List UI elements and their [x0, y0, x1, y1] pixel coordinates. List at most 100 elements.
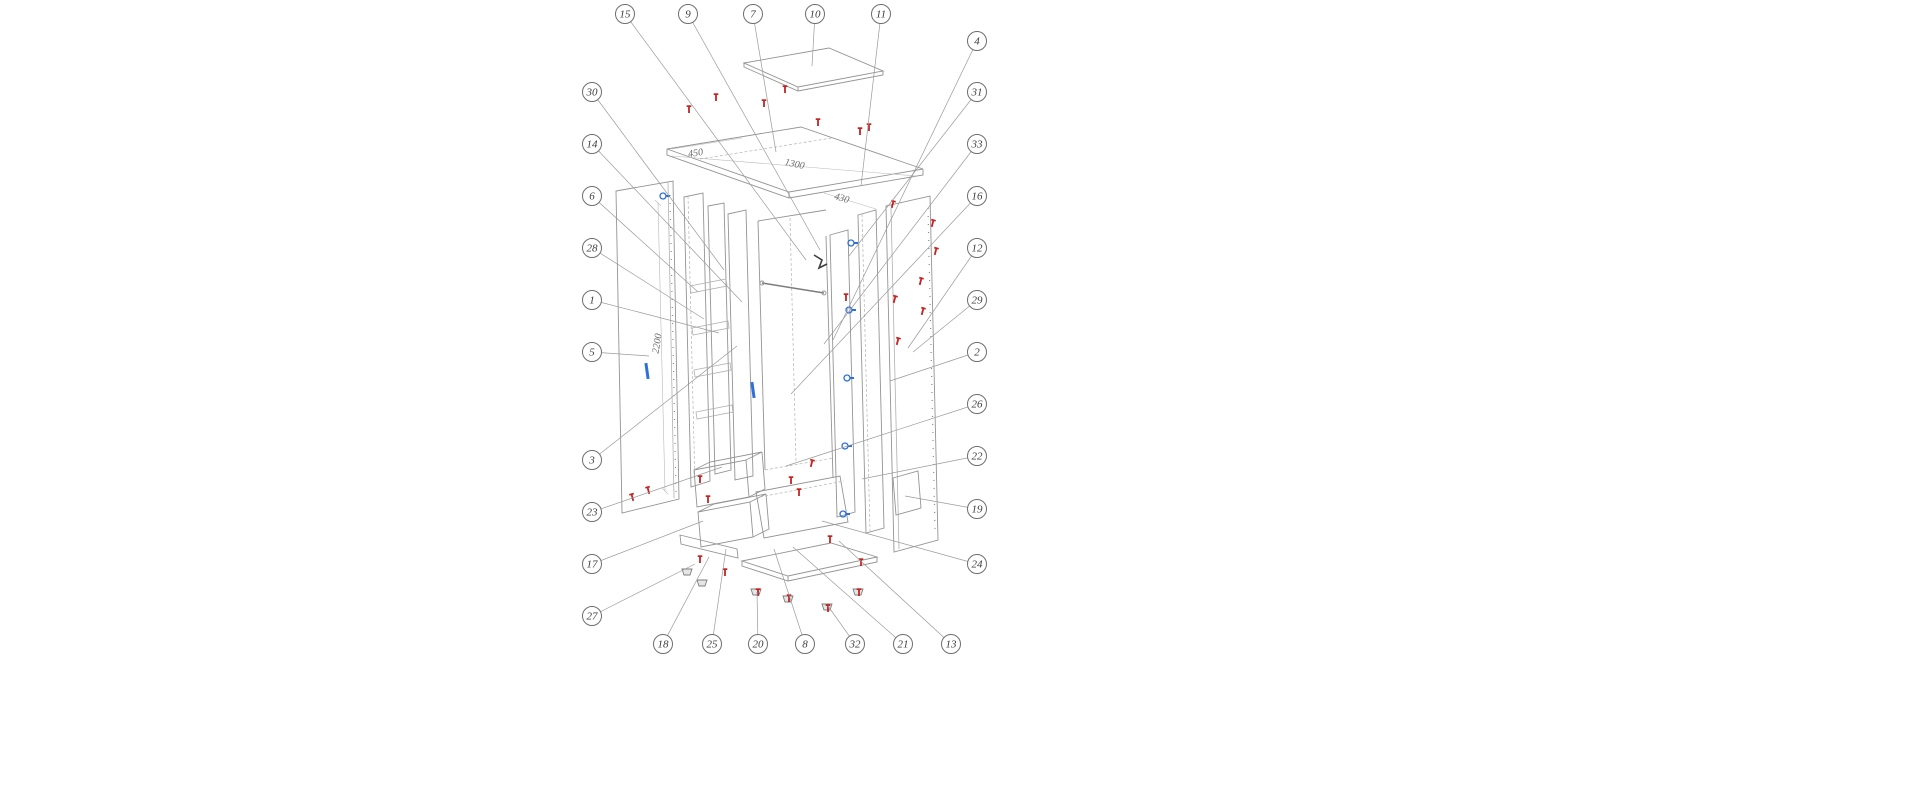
balloon-number: 22: [972, 451, 984, 463]
balloon-circle: [743, 4, 763, 24]
balloon-circle: [582, 134, 602, 154]
balloon-20: 20: [748, 591, 768, 654]
hinge-mark: [839, 510, 850, 518]
leader-line: [773, 548, 806, 645]
balloon-number: 24: [972, 559, 984, 571]
fastener-screw-mark: [857, 127, 863, 135]
balloon-number: 8: [802, 639, 808, 651]
balloon-number: 7: [750, 9, 756, 21]
fastener-screw-mark: [755, 588, 761, 596]
fastener-screw-mark: [788, 476, 794, 484]
balloon-number: 2: [974, 347, 980, 359]
balloon-number: 32: [849, 639, 862, 651]
balloon-circle: [967, 186, 987, 206]
balloon-circle: [941, 634, 961, 654]
balloon-2: 2: [889, 342, 987, 382]
leader-line: [912, 299, 978, 353]
balloon-number: 5: [589, 347, 595, 359]
fastener-screw-mark: [920, 306, 926, 316]
fastener-screw-mark: [722, 568, 728, 576]
carcass-top-panel: [666, 126, 924, 199]
adjustable-foot: [696, 579, 708, 587]
leader-line: [785, 403, 978, 467]
balloon-number: 19: [972, 504, 984, 516]
balloon-number: 26: [972, 399, 984, 411]
leader-line: [889, 351, 978, 382]
adjustable-foot: [782, 595, 794, 603]
balloon-number: 18: [658, 639, 670, 651]
balloon-32: 32: [827, 605, 865, 654]
leader-line: [624, 13, 807, 261]
leader-line: [752, 13, 777, 153]
balloon-7: 7: [743, 4, 777, 153]
balloon-15: 15: [615, 4, 807, 261]
leader-line: [711, 548, 727, 645]
leader-line: [591, 563, 696, 617]
fastener-screw-mark: [856, 588, 862, 596]
balloon-13: 13: [838, 540, 961, 654]
balloon-number: 23: [587, 507, 599, 519]
balloon-number: 29: [972, 295, 984, 307]
balloon-14: 14: [582, 134, 743, 303]
leader-line: [687, 13, 821, 251]
right-side-panel: [857, 209, 885, 534]
drawer-box-upper: [693, 451, 766, 508]
fastener-screw-mark: [858, 558, 864, 566]
leader-line: [591, 345, 738, 461]
balloon-28: 28: [582, 238, 705, 320]
fastener-screw-mark: [686, 105, 692, 113]
center-section-frame: [757, 209, 834, 479]
hinge-mark: [843, 374, 854, 382]
balloon-18: 18: [653, 556, 710, 654]
leader-line: [591, 195, 699, 293]
balloon-circle: [967, 554, 987, 574]
balloon-29: 29: [912, 290, 987, 353]
balloon-4: 4: [832, 31, 987, 341]
balloon-17: 17: [582, 520, 704, 574]
balloon-number: 21: [898, 639, 909, 651]
hanging-rod: [759, 280, 827, 296]
balloon-circle: [967, 446, 987, 466]
leader-line: [832, 40, 978, 341]
balloon-number: 3: [588, 455, 595, 467]
balloon-number: 15: [620, 9, 632, 21]
balloon-25: 25: [702, 548, 727, 654]
leader-line: [790, 195, 978, 395]
balloon-number: 28: [587, 243, 599, 255]
dimension-label-450: 450: [687, 147, 704, 160]
balloon-16: 16: [790, 186, 987, 395]
hinge-mark: [847, 239, 858, 247]
leader-line: [861, 455, 978, 480]
balloon-number: 10: [810, 9, 822, 21]
balloon-circle: [845, 634, 865, 654]
fastener-screw-mark: [761, 99, 767, 107]
balloon-circle: [615, 4, 635, 24]
fastener-screw-mark: [827, 535, 833, 543]
balloon-number: 1: [589, 295, 595, 307]
base-bottom-panel: [740, 542, 879, 582]
balloon-number: 31: [971, 87, 983, 99]
leader-line: [792, 546, 904, 645]
leader-line: [591, 247, 705, 320]
leader-line: [591, 466, 723, 513]
right-partition-panel: [829, 229, 856, 518]
fastener-screw-mark: [697, 475, 703, 483]
leader-line: [904, 495, 978, 510]
leader-line: [860, 13, 882, 187]
leader-line: [821, 520, 978, 565]
leader-line: [662, 556, 710, 645]
balloon-33: 33: [823, 134, 987, 345]
drawer-box-lower: [697, 493, 770, 548]
left-door-panel: [615, 180, 680, 514]
balloon-circle: [967, 290, 987, 310]
balloon-circle: [893, 634, 913, 654]
balloon-circle: [967, 31, 987, 51]
balloon-1: 1: [582, 290, 720, 334]
balloon-9: 9: [678, 4, 821, 251]
balloon-circle: [748, 634, 768, 654]
balloon-number: 13: [946, 639, 958, 651]
hinge-mark: [659, 192, 670, 200]
top-lid-panel: [742, 47, 885, 92]
balloon-3: 3: [582, 345, 738, 470]
fastener-screw-mark: [697, 555, 703, 563]
